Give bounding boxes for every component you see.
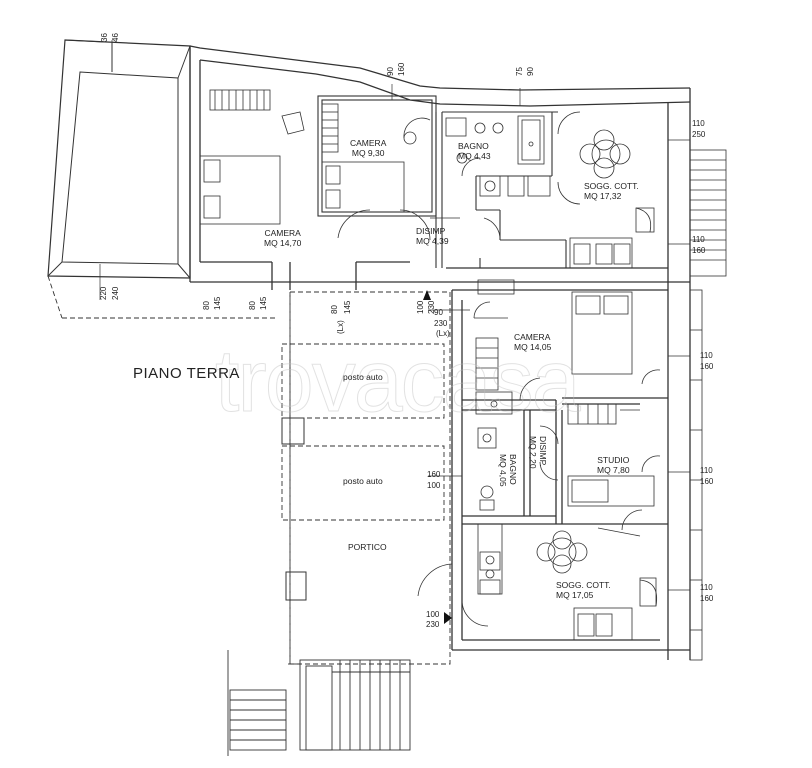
dim-160-door: 160 (427, 470, 441, 479)
room-area: MQ 7,80 (597, 465, 630, 475)
room-area: MQ 2,20 (528, 436, 538, 469)
entrance-arrow-icon-2 (444, 612, 452, 624)
dim-230b: 230 (434, 319, 448, 328)
upper-right-stair (689, 149, 727, 277)
room-name: CAMERA (264, 228, 301, 238)
room-disimpegno-2: DISIMP. MQ 2,20 (528, 436, 548, 469)
room-area: MQ 4,43 (458, 151, 491, 161)
room-name: DISIMP (416, 226, 446, 236)
dim-r5-110: 110 (700, 583, 713, 592)
room-name: BAGNO (458, 141, 489, 151)
area-portico: PORTICO (348, 542, 387, 552)
room-area: MQ 14,05 (514, 342, 552, 352)
dim-36: 36 (100, 33, 109, 42)
dim-lx-2: (Lx) (436, 329, 450, 338)
dim-80b: 80 (248, 301, 257, 310)
room-name: SOGG. COTT. (584, 181, 639, 191)
dim-220: 220 (99, 286, 108, 300)
dim-145c: 145 (343, 300, 352, 314)
dim-145b: 145 (259, 296, 268, 310)
room-disimpegno-1: DISIMP MQ 4,39 (416, 226, 449, 246)
room-studio: STUDIO MQ 7,80 (597, 455, 630, 475)
room-name: CAMERA (514, 332, 551, 342)
bottom-stairs (227, 650, 411, 756)
dim-80a: 80 (202, 301, 211, 310)
watermark: trovacasa (215, 331, 582, 431)
dim-90b: 90 (526, 67, 535, 76)
dim-r5-160: 160 (700, 594, 714, 603)
dim-r3-110: 110 (700, 351, 713, 360)
dim-r2-110: 110 (692, 235, 705, 244)
entrance-arrow-icon (423, 290, 431, 300)
plan-title: PIANO TERRA (133, 365, 240, 382)
room-name: BAGNO (508, 454, 518, 485)
room-name: SOGG. COTT. (556, 580, 611, 590)
room-soggiorno-1: SOGG. COTT. MQ 17,32 (584, 181, 639, 201)
left-annex (47, 39, 191, 279)
dim-46: 46 (111, 33, 120, 42)
dim-100a: 100 (416, 300, 425, 314)
room-bagno-2: BAGNO MQ 4,05 (498, 454, 518, 487)
dim-75: 75 (515, 67, 524, 76)
dim-230c: 230 (426, 620, 440, 629)
dim-r2-160: 160 (692, 246, 706, 255)
upper-unit-walls (189, 45, 691, 290)
room-name: CAMERA (350, 138, 387, 148)
dim-r3-160: 160 (700, 362, 714, 371)
dim-r4-160: 160 (700, 477, 714, 486)
room-bagno-1: BAGNO MQ 4,43 (458, 141, 491, 161)
area-posto-auto-2: posto auto (343, 476, 383, 486)
dim-80c: 80 (330, 305, 339, 314)
door-markers (423, 290, 452, 624)
room-area: MQ 4,39 (416, 236, 449, 246)
dim-90: 90 (386, 67, 395, 76)
room-name: STUDIO (597, 455, 630, 465)
room-area: MQ 14,70 (264, 238, 302, 248)
dim-r1-250: 250 (692, 130, 706, 139)
room-area: MQ 17,05 (556, 590, 594, 600)
room-camera-1: CAMERA MQ 9,30 (350, 138, 386, 158)
dim-r1-110: 110 (692, 119, 705, 128)
dim-90-door: 90 (434, 308, 443, 317)
room-soggiorno-2: SOGG. COTT. MQ 17,05 (556, 580, 611, 600)
room-camera-2: CAMERA MQ 14,70 (264, 228, 301, 248)
dim-100c: 100 (426, 610, 440, 619)
room-area: MQ 17,32 (584, 191, 622, 201)
room-area: MQ 4,05 (498, 454, 508, 487)
dim-lx-1: (Lx) (336, 320, 345, 334)
dimension-leaders (99, 40, 690, 591)
dim-145a: 145 (213, 296, 222, 310)
upper-furniture (199, 89, 655, 269)
dim-100b: 100 (427, 481, 441, 490)
dim-240: 240 (111, 286, 120, 300)
dim-r4-110: 110 (700, 466, 713, 475)
room-name: DISIMP. (538, 436, 548, 467)
dim-160: 160 (397, 62, 406, 76)
room-area: MQ 9,30 (351, 148, 385, 158)
room-camera-3: CAMERA MQ 14,05 (514, 332, 551, 352)
lower-right-stair (689, 289, 703, 661)
area-posto-auto-1: posto auto (343, 372, 383, 382)
lower-furniture (417, 279, 661, 641)
